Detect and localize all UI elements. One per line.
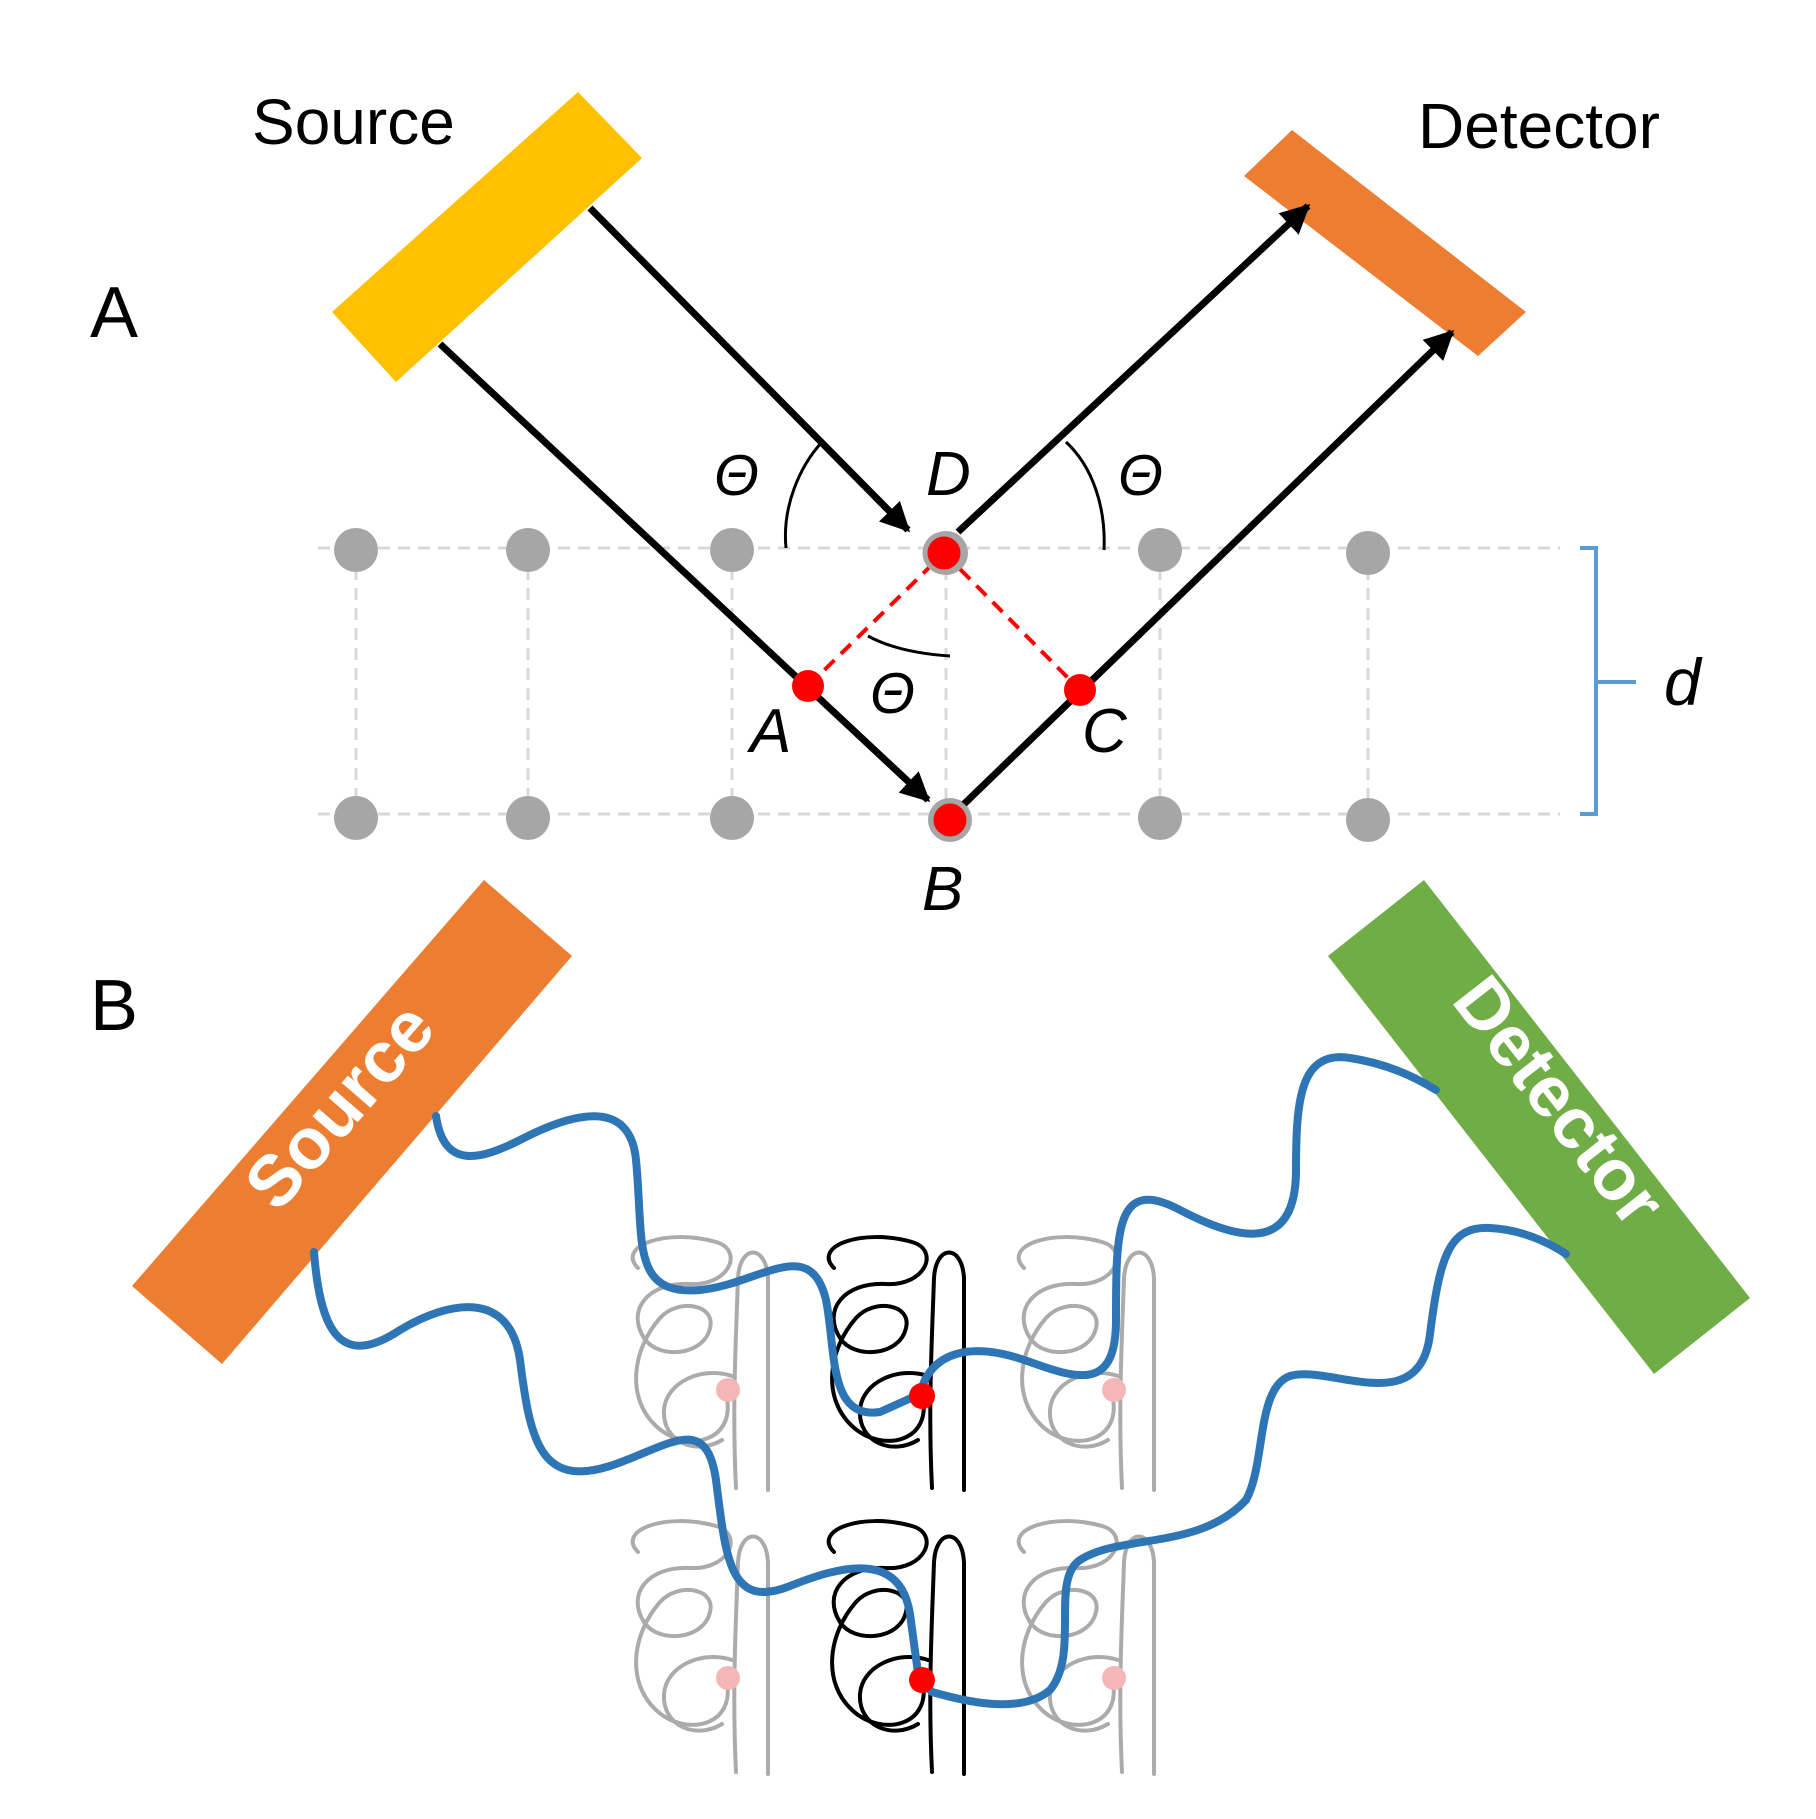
panel-b-label: B: [90, 966, 138, 1046]
source-plate: [332, 92, 642, 382]
theta-label-inner: Θ: [870, 661, 915, 726]
protein-lattice: [630, 1235, 1156, 1776]
source-plate-b: [132, 880, 572, 1364]
lattice-grid: [318, 546, 1560, 816]
panel-a: A Source Detector: [90, 86, 1703, 924]
x-ray-waves: [310, 1053, 1570, 1709]
angle-arcs: [783, 440, 1106, 658]
spacing-bracket: [1580, 546, 1636, 816]
protein-unit-grey: [630, 1519, 770, 1776]
scatter-points: [792, 531, 1096, 842]
point-c-label: C: [1082, 697, 1128, 766]
panel-b: B Source Detector: [90, 880, 1750, 1776]
point-b-label: B: [922, 855, 963, 924]
x-ray-beams: [437, 203, 1455, 809]
spacing-label: d: [1664, 645, 1703, 719]
scatter-points-b: [909, 1383, 935, 1693]
faint-scatter-points: [716, 1378, 1126, 1690]
detector-plate-b: [1328, 880, 1750, 1374]
point-a-label: A: [746, 697, 791, 766]
detector-label: Detector: [1418, 90, 1660, 162]
detector-plate: [1244, 130, 1526, 356]
panel-a-label: A: [90, 273, 138, 353]
path-difference-lines: [806, 551, 1082, 692]
source-label: Source: [252, 86, 455, 158]
theta-label-reflected: Θ: [1118, 443, 1163, 508]
protein-unit-black: [826, 1519, 966, 1776]
theta-label-incident: Θ: [714, 443, 759, 508]
lattice-points: [334, 528, 1390, 842]
point-d-label: D: [926, 440, 971, 509]
